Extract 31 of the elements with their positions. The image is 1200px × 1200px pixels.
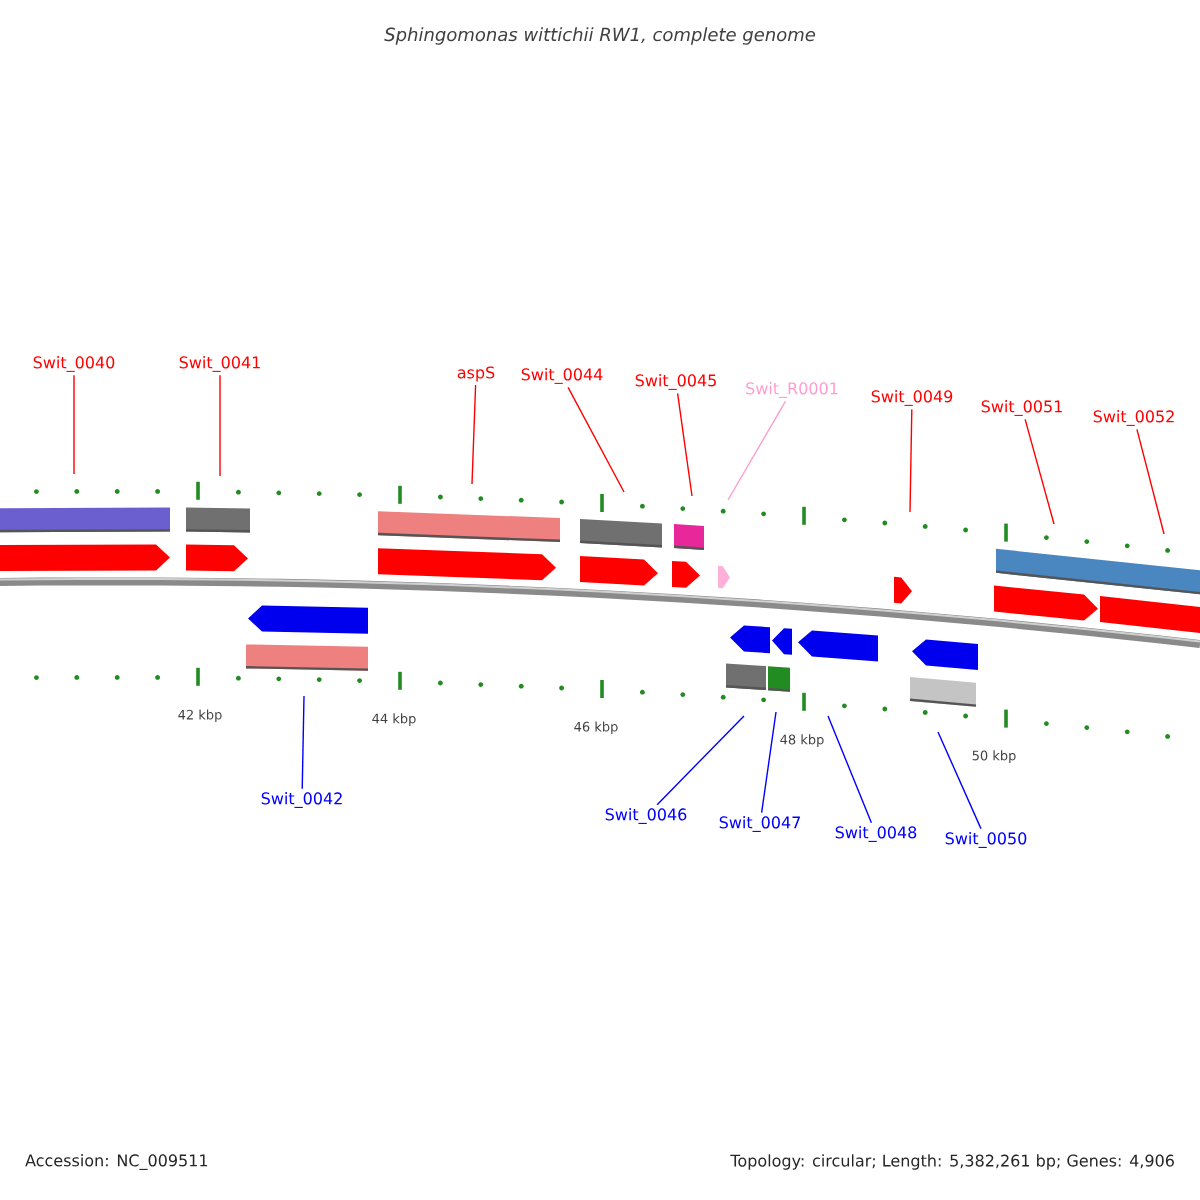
gene-label: Swit_0051: [981, 400, 1062, 416]
gene-label: Swit_0042: [261, 792, 342, 808]
leader-line: [567, 386, 625, 493]
gene-label: Swit_0052: [1093, 410, 1174, 426]
gene-label: aspS: [457, 366, 495, 382]
gene-label: Swit_0049: [871, 390, 953, 406]
gene-label: Swit_0041: [179, 356, 260, 372]
leader-line: [1136, 428, 1165, 535]
leader-line: [471, 384, 477, 485]
title: Sphingomonas wittichii RW1, complete genome: [384, 27, 816, 45]
gene-label: Swit_0044: [521, 368, 603, 384]
leader-line: [909, 408, 913, 513]
leader-line: [73, 374, 75, 475]
leader-line: [827, 715, 873, 824]
leader-line: [676, 392, 693, 497]
gene-label: Swit_R0001: [746, 382, 838, 398]
gene-label: Swit_0050: [945, 832, 1027, 848]
genome-info-label: Topology: circular; Length: 5,382,261 bp; Genes: 4,906: [730, 1154, 1174, 1170]
leader-line: [656, 715, 745, 806]
leader-line: [937, 731, 982, 830]
leader-line: [301, 695, 305, 790]
leader-line: [727, 400, 787, 501]
leader-line: [219, 374, 221, 477]
gene-label: Swit_0045: [635, 374, 716, 390]
accession-label: Accession: NC_009511: [25, 1154, 208, 1170]
gene-label: Swit_0046: [605, 808, 687, 824]
leader-line: [1024, 418, 1055, 525]
leader-line: [760, 711, 777, 814]
gene-label: Swit_0048: [835, 826, 917, 842]
gene-label: Swit_0047: [719, 816, 800, 832]
gene-label: Swit_0040: [33, 356, 115, 372]
